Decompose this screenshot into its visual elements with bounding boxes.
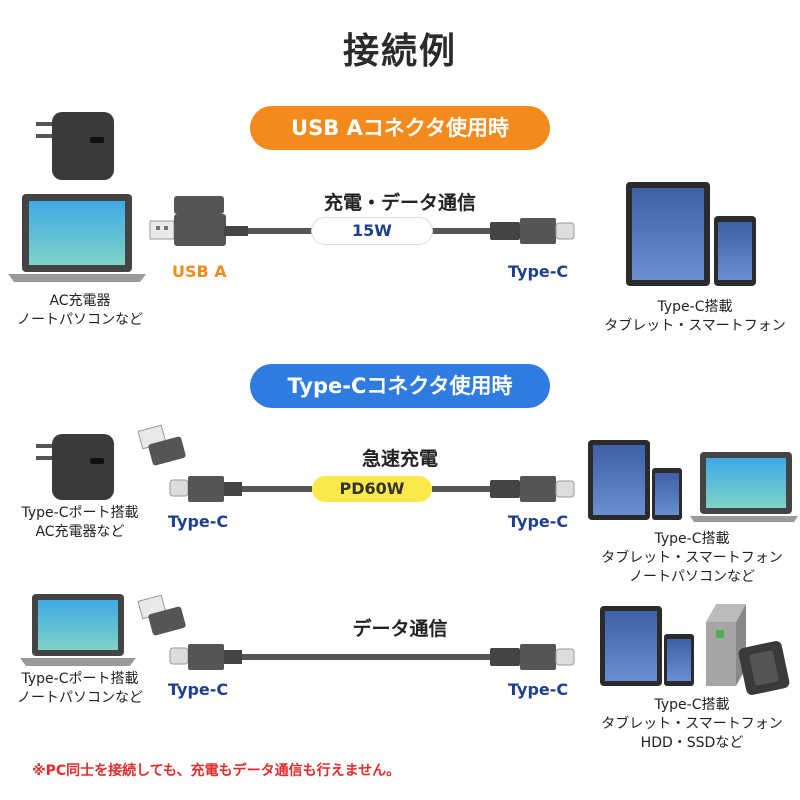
label-line: AC充電器 [49,293,111,309]
label-line: ノートパソコンなど [17,690,143,706]
cable-heading: 充電・データ通信 [323,192,476,214]
left-device-label: Type-Cポート搭載 AC充電器など [0,504,160,542]
label-line: タブレット・スマートフォン [601,716,783,732]
smartphone-icon [664,634,694,686]
usb-a-section-pill: USB Aコネクタ使用時 [250,106,550,150]
port-label-type-c: Type-C [168,680,229,699]
tablet-icon [588,440,650,520]
laptop-icon [20,594,136,666]
port-label-type-c: Type-C [508,512,569,531]
usb-a-cable-icon [149,196,575,246]
watt-badge: 15W [312,218,432,244]
tablet-icon [600,606,662,686]
hdd-icon [706,604,746,686]
right-device-label: Type-C搭載 タブレット・スマートフォン HDD・SSDなど [592,696,792,753]
usb-c-cable-icon [137,424,575,502]
watt-badge: PD60W [312,476,432,502]
label-line: Type-Cポート搭載 [21,671,139,687]
warning-note: ※PC同士を接続しても、充電もデータ通信も行えません。 [32,763,401,779]
label-line: ノートパソコンなど [629,569,755,585]
laptop-icon [8,194,146,282]
laptop-icon [690,452,798,522]
label-line: Type-C搭載 [657,299,733,315]
usb-c-cable-icon [137,594,575,670]
cable-heading: データ通信 [352,618,448,640]
port-label-type-c: Type-C [508,680,569,699]
right-device-label: Type-C搭載 タブレット・スマートフォン ノートパソコンなど [592,530,792,587]
port-label-type-c: Type-C [508,262,569,281]
left-device-label: AC充電器 ノートパソコンなど [0,292,160,330]
ac-charger-icon [36,112,114,180]
label-line: Type-C搭載 [654,697,730,713]
type-c-section-pill: Type-Cコネクタ使用時 [250,364,550,408]
right-device-label: Type-C搭載 タブレット・スマートフォン [600,298,790,336]
label-line: タブレット・スマートフォン [604,318,786,334]
smartphone-icon [714,216,756,286]
label-line: Type-Cポート搭載 [21,505,139,521]
label-line: ノートパソコンなど [17,312,143,328]
ac-charger-icon [36,434,114,500]
left-device-label: Type-Cポート搭載 ノートパソコンなど [0,670,160,708]
label-line: HDD・SSDなど [640,735,744,751]
port-label-type-c: Type-C [168,512,229,531]
label-line: タブレット・スマートフォン [601,550,783,566]
label-line: AC充電器など [35,524,125,540]
label-line: Type-C搭載 [654,531,730,547]
tablet-icon [626,182,710,286]
smartphone-icon [652,468,682,520]
ssd-icon [738,641,790,695]
port-label-usb-a: USB A [172,262,227,281]
page-title: 接続例 [342,31,457,72]
cable-heading: 急速充電 [361,448,438,470]
